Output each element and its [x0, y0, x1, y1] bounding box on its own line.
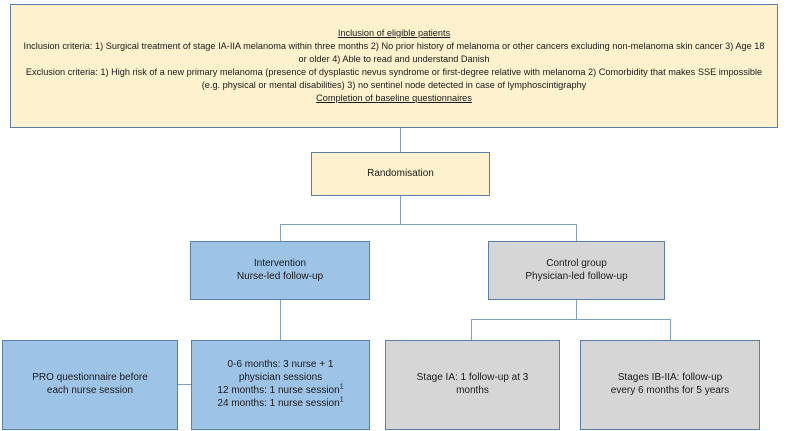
- randomisation-label: Randomisation: [367, 167, 434, 179]
- connector-intervention-to-sessions: [280, 300, 281, 340]
- stage-ia-box: Stage IA: 1 follow-up at 3 months: [385, 340, 560, 430]
- stage-ia-line2: months: [456, 385, 489, 396]
- pro-line2: each nurse session: [46, 385, 134, 396]
- connector-randomisation-down: [400, 196, 401, 224]
- eligible-patients-box: Inclusion of eligible patients Inclusion…: [10, 4, 778, 128]
- sessions-line4-footnote: 1: [339, 396, 344, 404]
- control-group-box: Control group Physician-led follow-up: [488, 241, 665, 300]
- sessions-line4-text: 24 months: 1 nurse session: [217, 397, 340, 409]
- criteria-inclusion: Inclusion criteria: 1) Surgical treatmen…: [23, 40, 765, 64]
- nurse-sessions-box: 0-6 months: 3 nurse + 1 physician sessio…: [191, 340, 370, 430]
- connector-control-down: [576, 300, 577, 319]
- criteria-exclusion: Exclusion criteria: 1) High risk of a ne…: [25, 67, 763, 91]
- sessions-line3-text: 12 months: 1 nurse session: [217, 385, 340, 396]
- stage-ibiia-line1: Stages IB-IIA: follow-up: [617, 372, 723, 384]
- connector-randomisation-bus: [280, 224, 577, 225]
- intervention-box: Intervention Nurse-led follow-up: [190, 241, 370, 300]
- connector-bus-to-stage-ibiia: [670, 319, 671, 340]
- control-line2: Physician-led follow-up: [525, 270, 628, 282]
- connector-bus-to-intervention: [280, 224, 281, 241]
- connector-bus-to-control: [576, 224, 577, 241]
- stage-ibiia-line2: every 6 months for 5 years: [610, 385, 730, 396]
- pro-questionnaire-box: PRO questionnaire before each nurse sess…: [2, 340, 178, 430]
- sessions-line3: 12 months: 1 nurse session1: [198, 383, 363, 398]
- intervention-line1: Intervention: [253, 257, 307, 269]
- sessions-line4: 24 months: 1 nurse session1: [198, 396, 363, 411]
- connector-criteria-to-randomisation: [400, 128, 401, 153]
- sessions-line2: physician sessions: [238, 372, 323, 384]
- connector-bus-to-stage-ia: [471, 319, 472, 340]
- stage-ib-iia-box: Stages IB-IIA: follow-up every 6 months …: [580, 340, 760, 430]
- control-line1: Control group: [546, 257, 607, 269]
- connector-control-bus: [471, 319, 670, 320]
- sessions-line3-footnote: 1: [339, 383, 344, 391]
- criteria-heading: Inclusion of eligible patients: [337, 27, 451, 38]
- pro-line1: PRO questionnaire before: [32, 372, 148, 384]
- sessions-line1: 0-6 months: 3 nurse + 1: [227, 359, 334, 371]
- intervention-line2: Nurse-led follow-up: [236, 270, 324, 282]
- connector-sessions-to-pro: [178, 384, 191, 385]
- randomisation-box: Randomisation: [311, 152, 490, 196]
- stage-ia-line1: Stage IA: 1 follow-up at 3: [416, 372, 529, 384]
- criteria-footer: Completion of baseline questionnaires: [316, 93, 472, 104]
